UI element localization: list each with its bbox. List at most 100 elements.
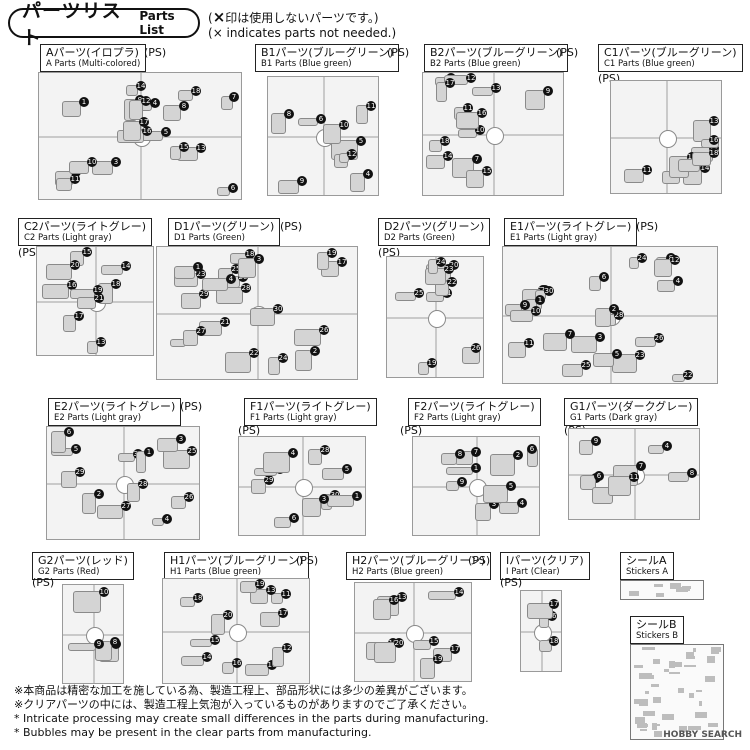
sticker-decal xyxy=(716,647,721,652)
plastic-part xyxy=(490,454,515,476)
sticker-decal xyxy=(678,688,684,693)
plastic-part xyxy=(127,483,140,502)
plastic-part xyxy=(624,169,644,183)
sticker-decal xyxy=(708,723,718,727)
plastic-part xyxy=(571,336,597,353)
part-number-marker: 23 xyxy=(635,350,645,360)
plastic-part xyxy=(589,276,601,291)
part-number-marker: 14 xyxy=(121,261,131,271)
sticker-decal xyxy=(634,699,645,704)
sticker-decal xyxy=(643,711,655,716)
part-number-marker: 17 xyxy=(549,599,559,609)
sticker-decal xyxy=(662,714,674,720)
part-number-marker: 14 xyxy=(136,81,146,91)
manufacturing-notes: ※本商品は精密な加工を施している為、製造工程上、部品形状には多少の差異がございま… xyxy=(14,684,489,740)
plastic-part xyxy=(178,90,193,101)
plastic-part xyxy=(216,287,243,304)
plastic-part xyxy=(69,161,89,174)
part-number-marker: 24 xyxy=(278,353,288,363)
sticker-decal xyxy=(654,724,660,726)
part-number-marker: 11 xyxy=(463,103,473,113)
part-number-marker: 5 xyxy=(71,444,81,454)
part-number-marker: 6 xyxy=(228,183,238,193)
sticker-decal xyxy=(670,583,681,589)
part-number-marker: 25 xyxy=(414,288,424,298)
part-number-marker: 29 xyxy=(264,475,274,485)
part-number-marker: 23 xyxy=(444,264,454,274)
plastic-part xyxy=(63,315,76,332)
runner-label: H2パーツ(ブルーグリーン)H2 Parts (Blue green) xyxy=(346,552,492,580)
part-number-marker: 10 xyxy=(339,120,349,130)
part-number-marker: 26 xyxy=(184,492,194,502)
ps-label: (PS) xyxy=(32,576,55,589)
part-number-marker: 15 xyxy=(429,636,439,646)
plastic-part xyxy=(654,259,672,277)
plastic-part xyxy=(222,662,234,674)
part-number-marker: 3 xyxy=(176,434,186,444)
part-number-marker: 21 xyxy=(220,317,230,327)
plastic-part xyxy=(123,121,141,141)
part-number-marker: 8 xyxy=(179,101,189,111)
plastic-part xyxy=(483,485,508,503)
plastic-part xyxy=(475,503,491,521)
plastic-part xyxy=(322,468,344,480)
part-number-marker: 29 xyxy=(75,467,85,477)
part-number-marker: 18 xyxy=(111,279,121,289)
part-number-marker: 6 xyxy=(594,471,604,481)
page-title: パーツリスト Parts List xyxy=(8,0,200,49)
part-number-marker: 12 xyxy=(347,149,357,159)
plastic-part xyxy=(129,100,143,120)
part-number-marker: 15 xyxy=(482,166,492,176)
part-number-marker: 11 xyxy=(70,174,80,184)
part-number-marker: 17 xyxy=(445,78,455,88)
sticker-decal xyxy=(679,726,687,732)
part-number-marker: 6 xyxy=(289,513,299,523)
sticker-decal xyxy=(696,690,702,692)
part-number-marker: 24 xyxy=(637,253,647,263)
plastic-part xyxy=(373,599,391,620)
plastic-part xyxy=(395,292,416,301)
plastic-part xyxy=(46,264,72,280)
sticker-decal xyxy=(642,647,655,650)
part-number-marker: 1 xyxy=(193,262,203,272)
ps-label: (PS) xyxy=(296,554,319,567)
part-number-marker: 24 xyxy=(436,257,446,267)
part-number-marker: 8 xyxy=(455,449,465,459)
part-number-marker: 14 xyxy=(443,151,453,161)
plastic-part xyxy=(97,505,123,519)
plastic-part xyxy=(163,450,190,469)
part-number-marker: 5 xyxy=(342,464,352,474)
part-number-marker: 10 xyxy=(531,306,541,316)
sprue-gate-ring xyxy=(229,624,247,642)
plastic-part xyxy=(163,105,181,121)
plastic-part xyxy=(56,178,72,191)
plastic-part xyxy=(171,496,186,509)
sticker-decal xyxy=(649,675,654,679)
sticker-decal xyxy=(656,593,664,597)
note-line: * Intricate processing may create small … xyxy=(14,712,489,725)
part-number-marker: 2 xyxy=(94,489,104,499)
sticker-decal xyxy=(640,724,648,727)
part-number-marker: 16 xyxy=(389,595,399,605)
part-number-marker: 27 xyxy=(121,501,131,511)
part-number-marker: 18 xyxy=(193,593,203,603)
part-number-marker: 3 xyxy=(319,494,329,504)
part-number-marker: 28 xyxy=(138,479,148,489)
part-number-marker: 5 xyxy=(612,349,622,359)
plastic-part xyxy=(579,440,593,455)
sticker-decal xyxy=(688,726,701,730)
part-number-marker: 8 xyxy=(687,468,697,478)
plastic-part xyxy=(456,112,479,129)
part-number-marker: 26 xyxy=(471,343,481,353)
part-number-marker: 11 xyxy=(281,589,291,599)
part-number-marker: 5 xyxy=(356,136,366,146)
sticker-decal xyxy=(634,665,643,668)
ps-label: (PS) xyxy=(636,220,659,233)
part-number-marker: 4 xyxy=(226,274,236,284)
plastic-part xyxy=(441,453,457,465)
plastic-part xyxy=(527,603,553,619)
part-number-marker: 9 xyxy=(543,86,553,96)
plastic-part xyxy=(298,118,318,126)
